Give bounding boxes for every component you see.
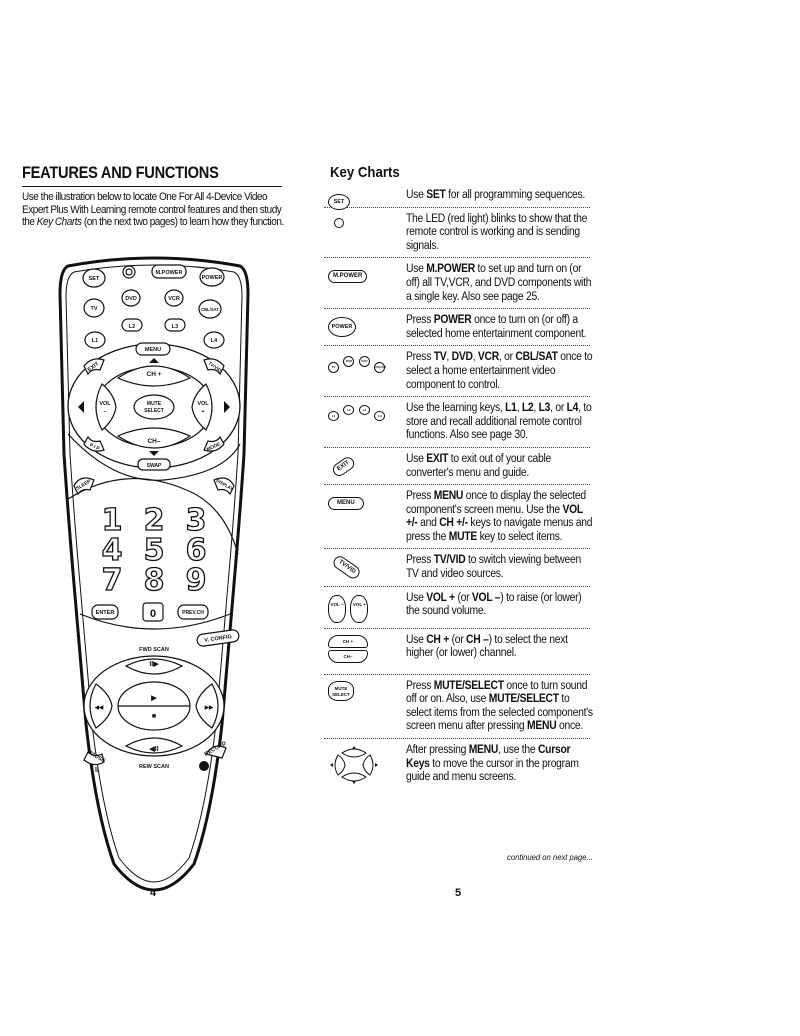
set-key: SET [89, 276, 100, 282]
l3-key-icon: L3 [358, 405, 370, 416]
rewscan-label: REW SCAN [139, 764, 169, 770]
key-charts-heading: Key Charts [330, 164, 400, 181]
digit-6-key: 6 [186, 533, 207, 568]
stop-key: ■ [152, 713, 156, 720]
rewind-key: ◀◀ [94, 704, 104, 711]
cursor-keys-icon [330, 746, 378, 785]
l1-key: L1 [92, 338, 98, 344]
ch-down-key-icon: CH– [328, 649, 368, 663]
key-chart-row: After pressing MENU, use the Cursor Keys… [324, 739, 590, 789]
intro-text-1: Use the illustration below to locate One… [22, 191, 282, 229]
l2-key-icon: L2 [343, 405, 355, 416]
exit-key-icon: EXIT [330, 454, 357, 479]
l1-key-icon: L1 [328, 411, 339, 422]
menu-key: MENU [145, 347, 161, 353]
menu-key-icon: MENU [328, 497, 364, 511]
dvd-key-icon: DVD [343, 356, 355, 368]
digit-7-key: 7 [102, 563, 123, 598]
intro-text-2: (on the next two pages) to learn how the… [81, 216, 284, 229]
mpower-key: M.POWER [156, 270, 183, 276]
l2-key: L2 [129, 324, 135, 330]
vol-up-key-icon: VOL + [350, 594, 369, 623]
intro-emphasis: Key Charts [36, 216, 82, 229]
key-chart-row: VOL – VOL + Use VOL + (or VOL –) to rais… [324, 587, 590, 629]
vol-down-sign: – [103, 409, 106, 415]
heading-rule [22, 186, 282, 187]
vcr-key-icon: VCR [358, 356, 370, 368]
digit-2-key: 2 [144, 503, 165, 538]
mute-key: MUTE [147, 401, 162, 407]
l3-key: L3 [172, 324, 178, 330]
fast-forward-key: ▶▶ [204, 704, 214, 711]
left-page-number: 4 [150, 887, 157, 899]
right-page-number: 5 [455, 887, 462, 899]
key-chart-row: POWER Press POWER once to turn on (or of… [324, 309, 590, 347]
key-chart-row: The LED (red light) blinks to show that … [324, 208, 590, 259]
digit-3-key: 3 [186, 503, 207, 538]
digit-8-key: 8 [144, 563, 165, 598]
fwdscan-label: FWD SCAN [139, 647, 169, 653]
digit-1-key: 1 [102, 503, 123, 538]
vol-down-key-icon: VOL – [328, 594, 346, 623]
pause-key: II [95, 767, 99, 774]
dvd-key: DVD [125, 296, 137, 302]
digit-4-key: 4 [102, 533, 123, 568]
l4-key: L4 [211, 338, 218, 344]
record-key [199, 761, 209, 771]
power-key-icon: POWER [328, 317, 356, 338]
key-chart-row: EXIT Use EXIT to exit out of your cable … [324, 448, 590, 486]
key-chart-row: L1 L2 L3 L4 Use the learning keys, L1, L… [324, 397, 592, 448]
ch-up-key: CH + [147, 371, 162, 378]
digit-5-key: 5 [144, 533, 165, 568]
rew-scan-key: ◀II [148, 746, 158, 753]
digit-9-key: 9 [186, 563, 207, 598]
pip-key: P I P [88, 442, 101, 452]
remote-control-illustration: SET M.POWER POWER TV DVD VCR CBL/SAT L1 … [58, 256, 250, 892]
key-chart-row: M.POWER Use M.POWER to set up and turn o… [324, 258, 591, 310]
power-key: POWER [202, 275, 223, 281]
vol-down-key: VOL [99, 401, 111, 407]
select-key: SELECT [144, 408, 164, 414]
key-chart-row: SET Use SET for all programming sequence… [324, 184, 590, 210]
vcr-key: VCR [168, 296, 180, 302]
l4-key-icon: L4 [374, 411, 386, 422]
cblsat-key: CBL/SAT [201, 307, 219, 312]
digit-0-key: 0 [150, 608, 156, 620]
key-chart-row: TV DVD VCR CBL/SAT Press TV, DVD, VCR, o… [324, 346, 593, 398]
mode-key: MODE [206, 441, 222, 453]
vol-up-key: VOL [197, 401, 209, 407]
key-chart-row: MENU Press MENU once to display the sele… [324, 485, 593, 550]
key-chart-row: TV/VID Press TV/VID to switch viewing be… [324, 549, 590, 587]
key-chart-row: CH + CH– Use CH + (or CH –) to select th… [324, 629, 590, 675]
tv-key: TV [90, 306, 97, 312]
led-icon [334, 217, 344, 228]
set-key-icon: SET [328, 194, 350, 210]
mpower-key-icon: M.POWER [328, 270, 368, 284]
fwd-scan-key: II▶ [149, 661, 159, 668]
tvvid-key-icon: TV/VID [330, 554, 363, 582]
prevch-key: PREV.CH [182, 610, 204, 616]
swap-key: SWAP [147, 463, 162, 469]
ch-down-key: CH– [147, 438, 160, 445]
vol-up-sign: + [201, 409, 204, 415]
vconfig-key: V. CONFIG [204, 634, 232, 644]
cblsat-key-icon: CBL/SAT [374, 362, 386, 374]
intro-paragraph: Use the illustration below to locate One… [22, 191, 286, 229]
play-key: ▶ [150, 695, 157, 702]
continued-note: continued on next page... [507, 852, 593, 862]
key-chart-table: SET Use SET for all programming sequence… [324, 184, 593, 789]
tv-key-icon: TV [328, 362, 339, 374]
left-page-heading: FEATURES AND FUNCTIONS [22, 163, 219, 182]
enter-key: ENTER [96, 610, 115, 616]
ch-up-key-icon: CH + [328, 634, 368, 648]
